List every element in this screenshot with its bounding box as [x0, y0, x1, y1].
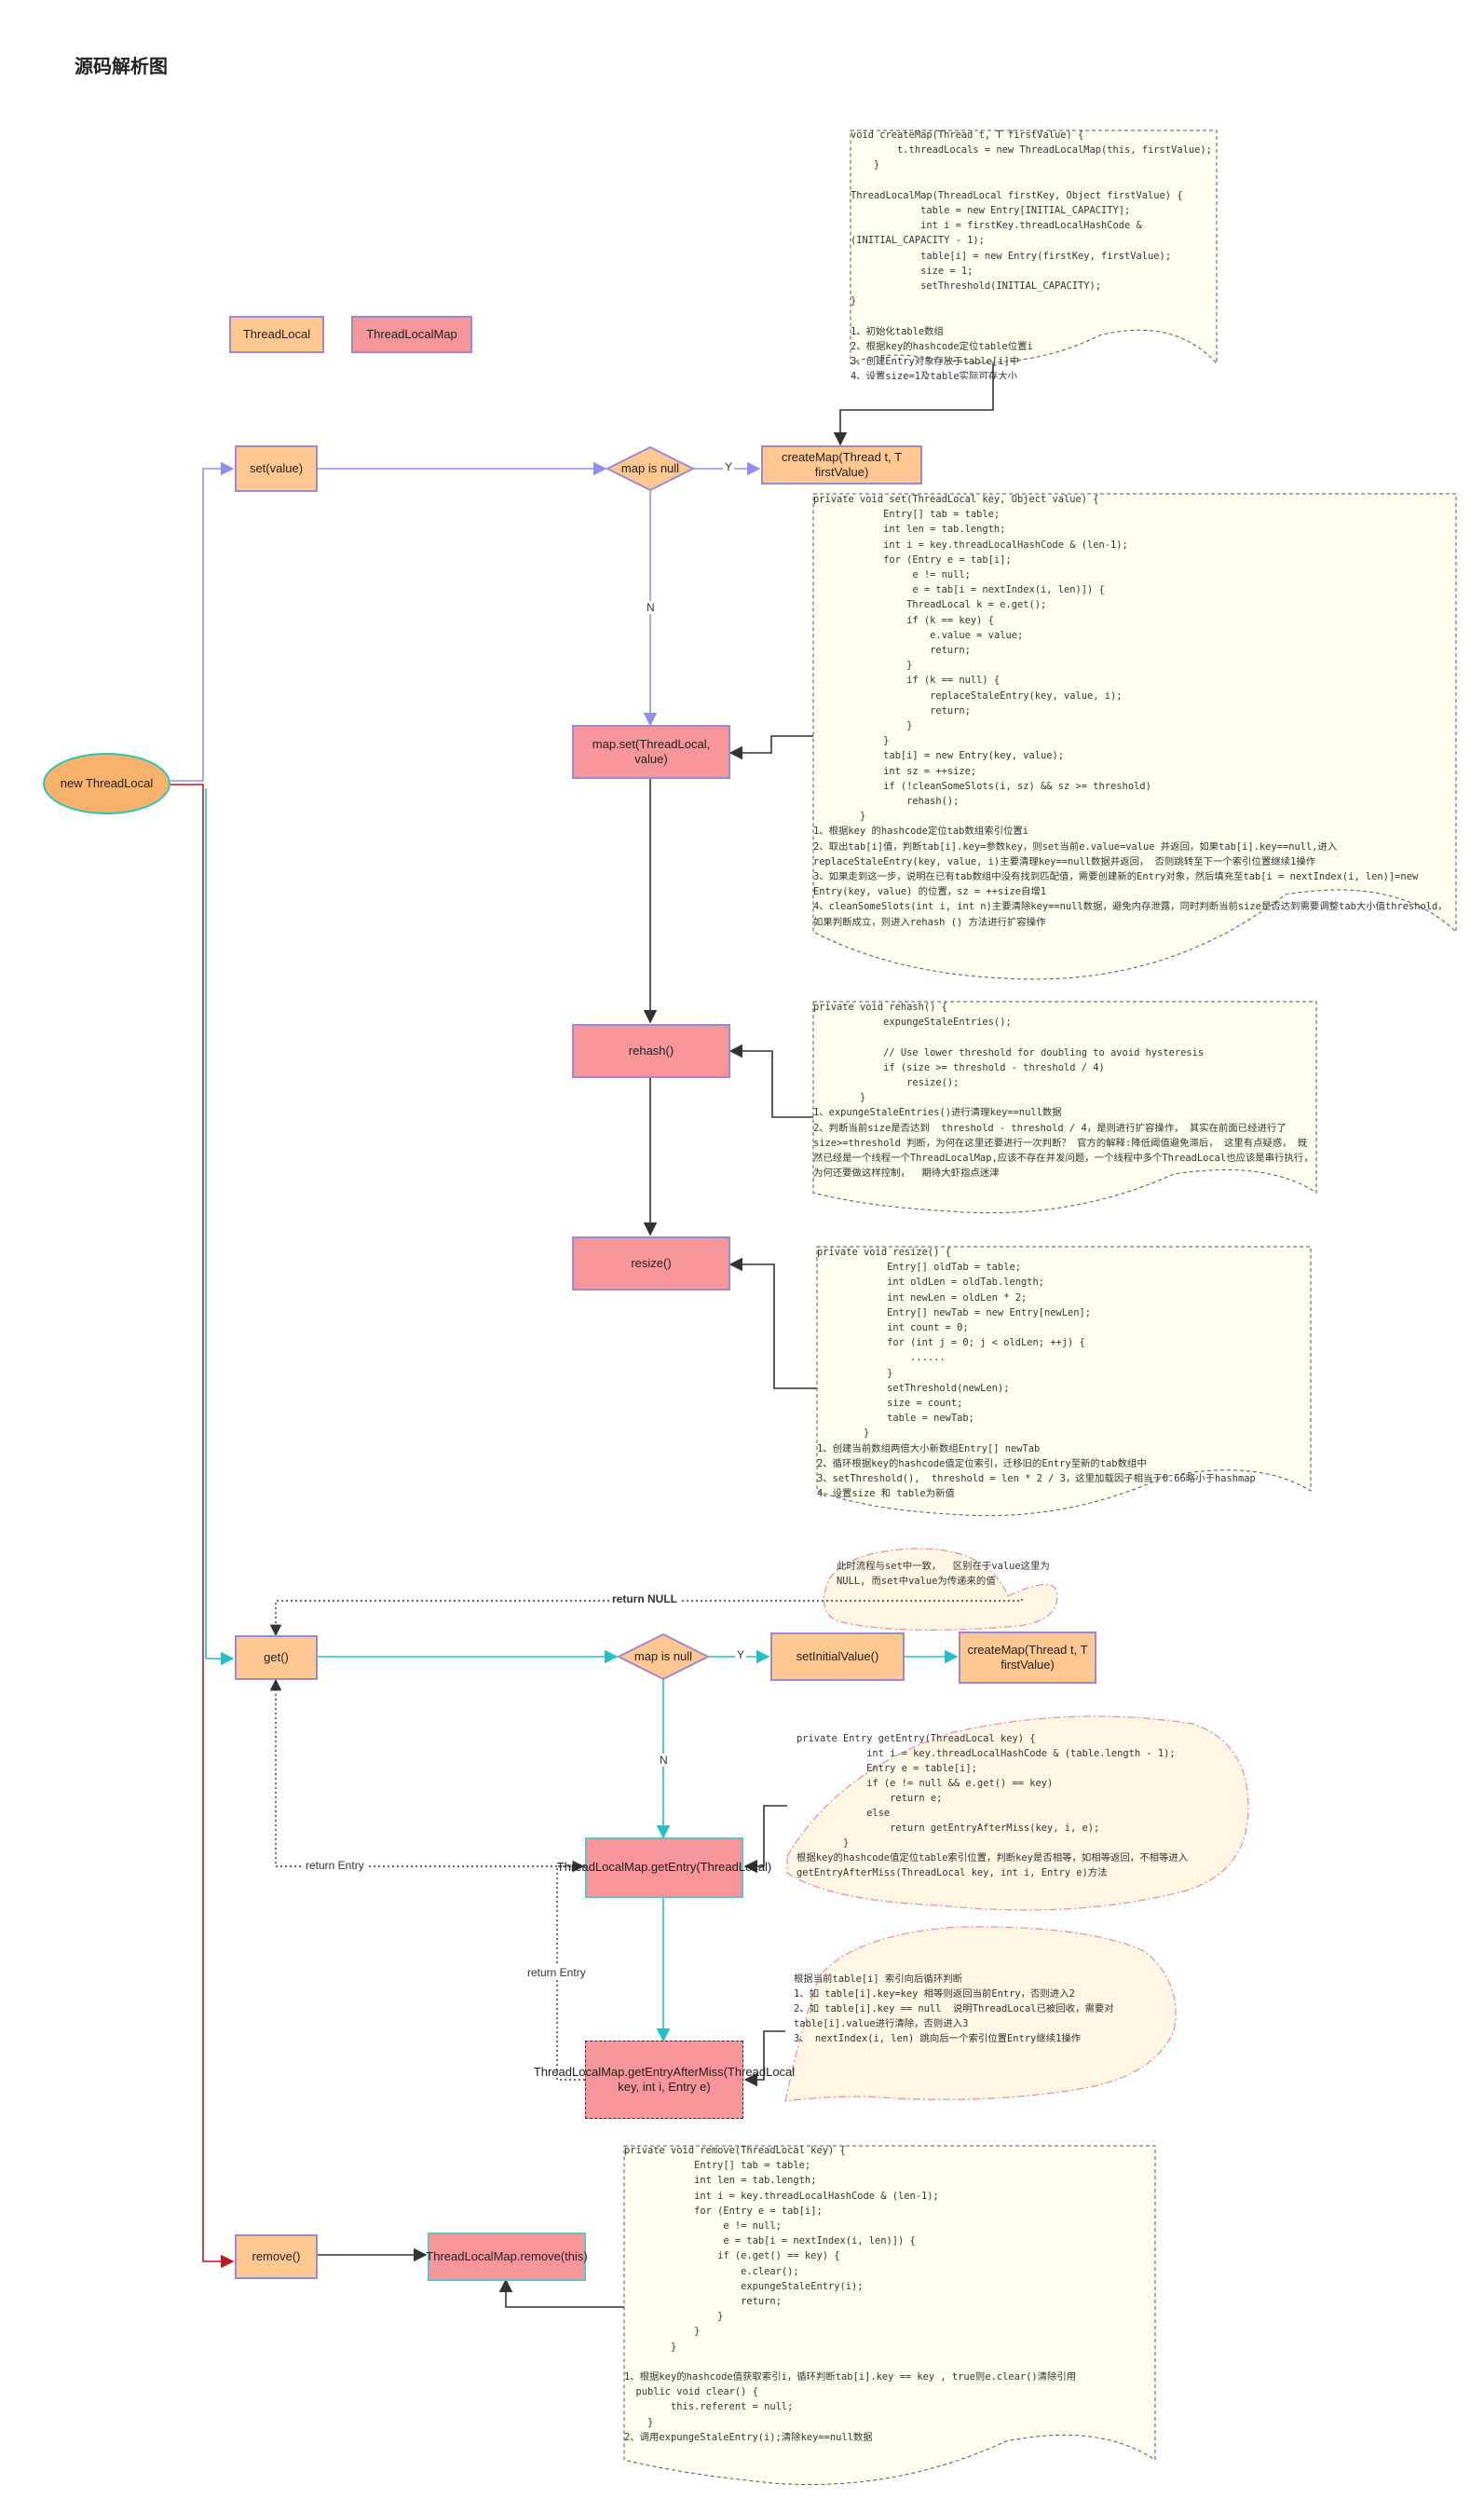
cloud-shape-miss [784, 1926, 1177, 2102]
note-set: private void set(ThreadLocal key, Object… [813, 494, 1448, 928]
legend-threadlocalmap: ThreadLocalMap [351, 316, 472, 353]
connector-note-resize [728, 1257, 817, 1389]
connector-note-mapset [728, 735, 813, 760]
edge-label-return-entry-2: return Entry [525, 1966, 588, 1979]
set-initial-value-node[interactable]: setInitialValue() [770, 1632, 905, 1681]
note-resize: private void resize() { Entry[] oldTab =… [817, 1247, 1256, 1500]
map-set-node[interactable]: map.set(ThreadLocal, value) [572, 725, 730, 779]
note-shape-create-map [850, 130, 1218, 365]
note-shape-resize [816, 1246, 1312, 1517]
edge-label-set-no: N [645, 601, 657, 614]
rehash-node[interactable]: rehash() [572, 1024, 730, 1078]
get-createmap-node[interactable]: createMap(Thread t, T firstValue) [959, 1632, 1096, 1684]
edge-start-get [205, 788, 235, 1666]
note-rehash: private void rehash() { expungeStaleEntr… [813, 1002, 1314, 1180]
edge-label-get-no: N [658, 1754, 670, 1767]
set-decision-node[interactable]: map is null [620, 460, 680, 475]
get-node[interactable]: get() [235, 1635, 318, 1680]
resize-node[interactable]: resize() [572, 1236, 730, 1290]
cloud-shape-get [823, 1548, 1058, 1631]
note-shape-rehash [812, 1001, 1317, 1214]
edge-return-entry-getentry [269, 1678, 585, 1867]
start-node[interactable]: new ThreadLocal [43, 753, 170, 814]
edge-label-get-yes: Y [735, 1648, 747, 1661]
map-remove-node[interactable]: ThreadLocalMap.remove(this) [426, 2233, 588, 2281]
edge-label-return-entry-1: return Entry [304, 1859, 366, 1872]
cloud-miss-note: 根据当前table[i] 索引向后循环判断 1、如 table[i].key=k… [794, 1973, 1114, 2044]
cloud-shape-get-entry [786, 1715, 1249, 1911]
edge-label-set-yes: Y [723, 460, 735, 473]
edge-start-set [170, 461, 235, 782]
get-entry-node[interactable]: ThreadLocalMap.getEntry(ThreadLocal) [557, 1837, 771, 1898]
note-shape-remove [623, 2145, 1156, 2486]
connector-note-createmap [833, 363, 994, 446]
connector-note-rehash [728, 1044, 813, 1118]
connector-cloud-miss [743, 2030, 785, 2087]
note-remove: private void remove(ThreadLocal key) { E… [624, 2145, 1077, 2443]
connector-note-remove [498, 2278, 624, 2308]
legend-threadlocal: ThreadLocal [229, 316, 324, 353]
note-create-map: void createMap(Thread t, T firstValue) {… [851, 130, 1212, 379]
get-entry-after-miss-node[interactable]: ThreadLocalMap.getEntryAfterMiss(ThreadL… [534, 2041, 795, 2119]
edge-return-null [269, 1599, 1023, 1637]
page-title: 源码解析图 [75, 55, 168, 77]
createmap-node[interactable]: createMap(Thread t, T firstValue) [761, 445, 922, 485]
remove-node[interactable]: remove() [235, 2234, 318, 2279]
edge-start-remove [170, 784, 235, 2269]
connector-cloud-getentry [743, 1805, 787, 1874]
cloud-get-note: 此时流程与set中一致， 区别在于value这里为NULL, 而set中valu… [837, 1561, 1050, 1587]
edge-label-return-null: return NULL [610, 1592, 679, 1605]
note-shape-set [812, 493, 1457, 980]
get-decision-node[interactable]: map is null [633, 1648, 693, 1663]
edge-return-entry-miss [556, 1860, 585, 2081]
cloud-get-entry-note: private Entry getEntry(ThreadLocal key) … [796, 1733, 1189, 1878]
set-node[interactable]: set(value) [235, 445, 318, 492]
